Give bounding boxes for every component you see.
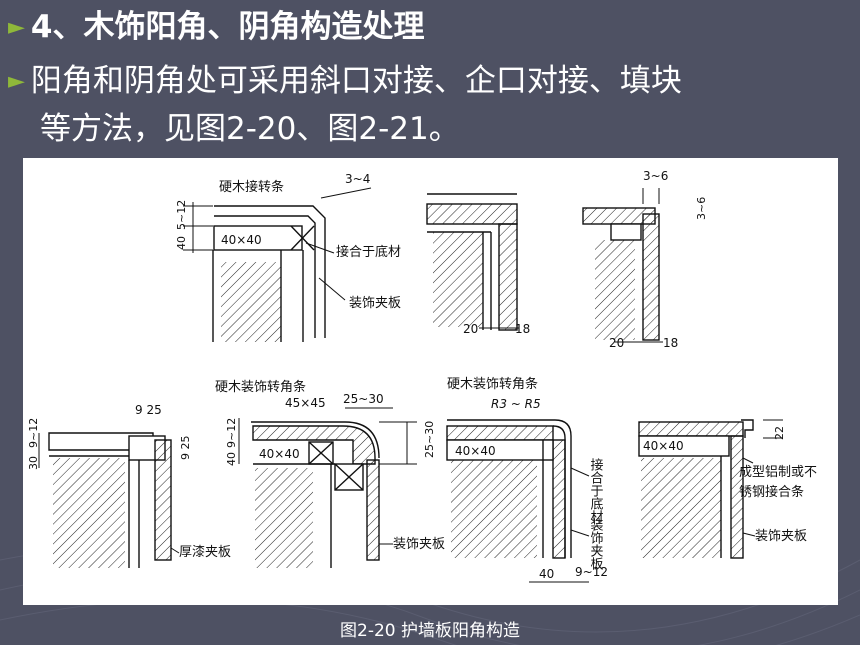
fig5-dim-left2: 40 — [225, 452, 238, 466]
figure-4 — [38, 432, 180, 568]
fig3-block — [610, 223, 642, 241]
fig5-dim-right: 25~30 — [423, 421, 436, 458]
figure-2 — [426, 193, 519, 331]
bullet-body: ►阳角和阴角处可采用斜口对接、企口对接、填块 — [8, 60, 682, 103]
bullet-body-continued: 等方法，见图2-20、图2-21。 — [40, 108, 460, 150]
fig7-note2: 装饰夹板 — [755, 529, 807, 544]
fig5-label: 硬木装饰转角条 — [215, 379, 306, 395]
fig6-block-size: 40×40 — [455, 444, 496, 458]
fig5-note: 装饰夹板 — [393, 537, 445, 552]
fig7-block — [638, 435, 730, 457]
fig4-dim-top: 9 25 — [135, 403, 162, 417]
fig7-note1b: 锈钢接合条 — [739, 484, 804, 500]
fig5-size: 45×45 — [285, 396, 326, 410]
construction-drawing-svg: 硬木接转条 3~4 5~12 40 40×40 接合于底材 装饰夹板 20 18 — [27, 169, 817, 583]
fig2-side-board — [498, 223, 518, 331]
figure-5 — [238, 407, 417, 568]
fig4-dim-side: 9 25 — [179, 436, 192, 461]
figure-caption: 图2-20 护墙板阳角构造 — [340, 621, 520, 641]
fig7-side-board — [730, 435, 744, 559]
fig5-wall — [255, 468, 313, 568]
fig6-corner-strip — [447, 419, 572, 558]
fig1-block-size: 40×40 — [221, 233, 262, 247]
fig1-note1: 接合于底材 — [336, 244, 401, 260]
fig5-dim-left: 9~12 — [225, 418, 238, 448]
fig2-dim-a: 20 — [463, 322, 478, 336]
fig1-gap: 3~4 — [345, 172, 370, 186]
fig4-note: 厚漆夹板 — [179, 544, 231, 560]
fig7-note1a: 成型铝制或不 — [739, 465, 817, 480]
fig6-radius: R3 ~ R5 — [491, 397, 541, 411]
fig5-top-board — [252, 425, 376, 465]
fig7-metal-strip — [741, 419, 754, 438]
fig4-wall — [53, 458, 125, 568]
fig1-label-top: 硬木接转条 — [219, 179, 284, 195]
fig2-wall — [433, 232, 483, 327]
fig1-panel — [214, 205, 326, 338]
fig5-dim-top: 25~30 — [343, 392, 384, 406]
fig3-gap-top: 3~6 — [643, 169, 668, 183]
bullet-arrow-icon: ► — [8, 15, 25, 40]
figure-7 — [638, 419, 783, 559]
fig1-dim-left: 5~12 — [175, 200, 188, 230]
fig7-wall — [641, 458, 721, 558]
fig4-dim-left2: 30 — [27, 456, 40, 470]
body-text-line1: 阳角和阴角处可采用斜口对接、企口对接、填块 — [30, 63, 682, 99]
fig4-side-board — [154, 439, 172, 561]
body-text-line2: 等方法，见图2-20、图2-21。 — [40, 111, 460, 147]
fig5-block-size: 40×40 — [259, 447, 300, 461]
figure-1 — [183, 187, 372, 342]
bullet-arrow-icon: ► — [8, 69, 25, 94]
fig5-side-board — [366, 459, 380, 561]
fig6-wall — [451, 458, 537, 558]
fig3-dim-b: 18 — [663, 336, 678, 350]
fig2-top-board — [426, 203, 518, 225]
fig6-dim-bottom1: 40 — [539, 567, 554, 581]
fig4-dim-left: 9~12 — [27, 418, 40, 448]
fig6-side-board — [552, 439, 566, 559]
fig6-note2: 装饰夹板 — [588, 518, 604, 571]
fig7-block-size: 40×40 — [643, 439, 684, 453]
fig3-gap-side: 3~6 — [695, 197, 708, 220]
fig7-top-board — [638, 421, 744, 437]
fig1-dim-left2: 40 — [175, 236, 188, 250]
fig6-block — [446, 439, 554, 461]
fig6-label: 硬木装饰转角条 — [447, 376, 538, 392]
fig3-side-board — [642, 213, 660, 341]
heading-text: 4、木饰阳角、阴角构造处理 — [30, 9, 425, 45]
fig1-note2: 装饰夹板 — [349, 296, 401, 311]
fig6-note1: 接合于底材 — [588, 457, 604, 523]
fig6-top-board — [446, 425, 554, 441]
fig3-dim-a: 20 — [609, 336, 624, 350]
figure-6 — [446, 419, 590, 583]
figure-3 — [582, 188, 663, 343]
fig3-wall — [595, 240, 635, 340]
fig7-dim-side: 22 — [773, 426, 786, 440]
construction-drawing: 硬木接转条 3~4 5~12 40 40×40 接合于底材 装饰夹板 20 18 — [23, 158, 838, 605]
fig1-wall — [221, 262, 281, 342]
bullet-heading: ►4、木饰阳角、阴角构造处理 — [8, 6, 425, 49]
fig2-dim-b: 18 — [515, 322, 530, 336]
fig6-dim-bottom2: 9~12 — [575, 565, 608, 579]
